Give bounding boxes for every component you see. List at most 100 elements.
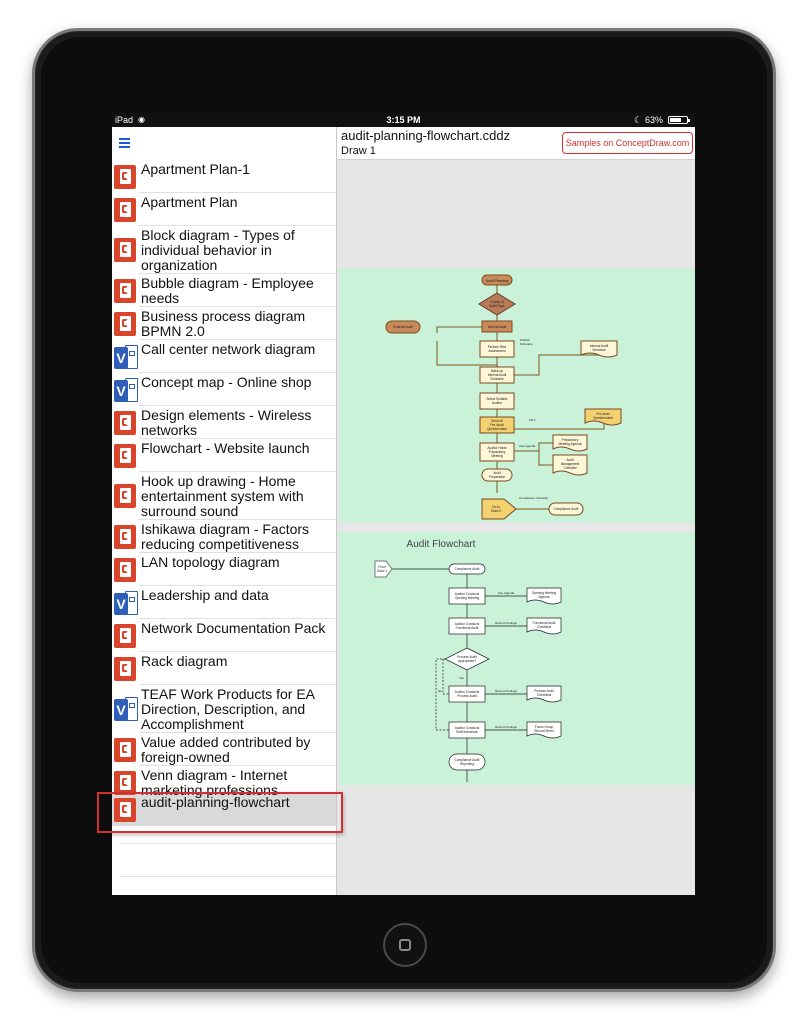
presentation-file-icon (114, 771, 136, 795)
presentation-file-icon (114, 484, 136, 508)
edge-record-findings-2: Record Findings (495, 689, 517, 693)
presentation-file-icon (114, 525, 136, 549)
presentation-file-icon (114, 798, 136, 822)
empty-row-divider (120, 876, 336, 877)
node-focus-group-a: Focus Group (535, 725, 554, 729)
file-list-item[interactable]: Value added contributed by foreign-owned (112, 733, 336, 766)
presentation-file-icon (114, 738, 136, 762)
document-header: audit-planning-flowchart.cddz Draw 1 Sam… (337, 127, 695, 160)
row-divider (139, 585, 336, 586)
file-label: Call center network diagram (141, 341, 316, 357)
file-list-item[interactable]: Ishikawa diagram - Factors reducing comp… (112, 520, 336, 553)
node-internal-audit-schedule-b: Schedule (592, 348, 606, 352)
row-divider (139, 798, 336, 799)
edge-no: No (438, 689, 442, 693)
node-internal-audit: Internal Audit (488, 325, 507, 329)
file-list-item[interactable]: LAN topology diagram (112, 553, 336, 586)
edge-use-agenda: Use Agenda (519, 444, 536, 448)
presentation-file-icon (114, 444, 136, 468)
node-send-off: Send off (491, 419, 503, 423)
presentation-file-icon (114, 411, 136, 435)
node-goto-a: Go to (492, 505, 500, 509)
node-functional-audit-a: Auditor Conducts (455, 622, 480, 626)
hamburger-menu-icon[interactable] (119, 138, 130, 148)
battery-percent: 63% (645, 115, 664, 125)
file-list-item[interactable]: Block diagram - Types of individual beha… (112, 226, 336, 274)
file-list-item[interactable]: Bubble diagram - Employee needs (112, 274, 336, 307)
file-list-item[interactable]: Apartment Plan-1 (112, 160, 336, 193)
row-divider (139, 618, 336, 619)
node-audit-prep-a: Audit (493, 471, 500, 475)
file-list-item[interactable]: Hook up drawing - Home entertainment sys… (112, 472, 336, 520)
node-staff-interviews-a: Auditor Conducts (455, 726, 480, 730)
node-compliance-audit-2: Compliance Audit (455, 567, 480, 571)
file-list-item[interactable]: Apartment Plan (112, 193, 336, 226)
node-fa-checklists-a: Functional Audit (533, 621, 556, 625)
document-view: audit-planning-flowchart.cddz Draw 1 Sam… (337, 127, 695, 895)
page-2-title: Audit Flowchart (406, 539, 476, 550)
node-send-questionnaire: Questionnaire (487, 427, 507, 431)
status-bar: iPad ◉ 3:15 PM ☾ 63% (112, 113, 695, 127)
node-staff-interviews-b: Staff Interviews (456, 730, 478, 734)
file-label: Business process diagram BPMN 2.0 (141, 308, 306, 339)
file-list-item[interactable]: Business process diagram BPMN 2.0 (112, 307, 336, 340)
flowchart-page-1[interactable]: Audit Planning Choice of Audit Type Exte… (339, 269, 695, 522)
node-focus-group-b: Record Sheet (534, 729, 554, 733)
edge-record-findings-3: Record Findings (495, 725, 517, 729)
edge-fill-in: Fill in (529, 418, 536, 422)
moon-icon: ☾ (634, 115, 643, 125)
node-prep-agenda-b: Meeting Agenda (558, 442, 581, 446)
node-opening-meeting-a: Auditor Conducts (455, 592, 480, 596)
node-assessment: Assessment (488, 349, 505, 353)
edge-use-agenda-2: Use Agenda (498, 591, 515, 595)
presentation-file-icon (114, 198, 136, 222)
row-divider (139, 471, 336, 472)
file-label: Leadership and data (141, 587, 269, 603)
node-fa-checklists-b: Checklists (537, 625, 552, 629)
visio-file-icon: V (114, 378, 138, 402)
file-label: Block diagram - Types of individual beha… (141, 227, 295, 273)
file-list-item[interactable]: Rack diagram (112, 652, 336, 685)
node-checklist-b: Management (561, 462, 580, 466)
file-list-item[interactable]: audit-planning-flowchart (112, 793, 336, 826)
file-label: audit-planning-flowchart (141, 794, 290, 810)
device-label: iPad (115, 115, 134, 125)
file-list-item[interactable]: Network Documentation Pack (112, 619, 336, 652)
samples-button[interactable]: Samples on ConceptDraw.com (562, 132, 693, 154)
node-makeup-schedule: Schedule (490, 377, 504, 381)
row-divider (139, 519, 336, 520)
node-process-q-a: Process Audit (457, 655, 477, 659)
file-label: Apartment Plan (141, 194, 238, 210)
visio-file-icon: V (114, 697, 138, 721)
node-checklist-a: Audit (566, 458, 573, 462)
home-button[interactable] (383, 923, 427, 967)
node-audit-type: Audit Type (489, 304, 504, 308)
node-auditor-holds: Auditor Holds (487, 446, 507, 450)
row-divider (139, 438, 336, 439)
flowchart-page-2[interactable]: Audit Flowchart (339, 532, 695, 785)
presentation-file-icon (114, 657, 136, 681)
node-select-auditor-a: Select Suitable (486, 397, 507, 401)
edge-compliance-checklist: Compliance Checklist (519, 496, 548, 500)
node-compliance-audit: Compliance Audit (554, 507, 579, 511)
node-process-audit-a: Auditor Conducts (455, 690, 480, 694)
empty-row-divider (120, 843, 336, 844)
node-reporting-b: Reporting (460, 762, 474, 766)
node-process-q-b: Appropriate? (458, 659, 476, 663)
visio-file-icon: V (114, 591, 138, 615)
file-list-item[interactable]: Flowchart - Website launch (112, 439, 336, 472)
selected-file-callout (97, 792, 343, 833)
node-om-agenda-b: Agenda (539, 595, 550, 599)
row-divider (139, 552, 336, 553)
file-label: Ishikawa diagram - Factors reducing comp… (141, 521, 310, 552)
file-list-item[interactable]: Design elements - Wireless networks (112, 406, 336, 439)
node-prep-agenda-a: Preparatory (562, 438, 579, 442)
presentation-file-icon (114, 558, 136, 582)
row-divider (139, 339, 336, 340)
node-preaudit-q-a: Pre-Audit (596, 412, 609, 416)
